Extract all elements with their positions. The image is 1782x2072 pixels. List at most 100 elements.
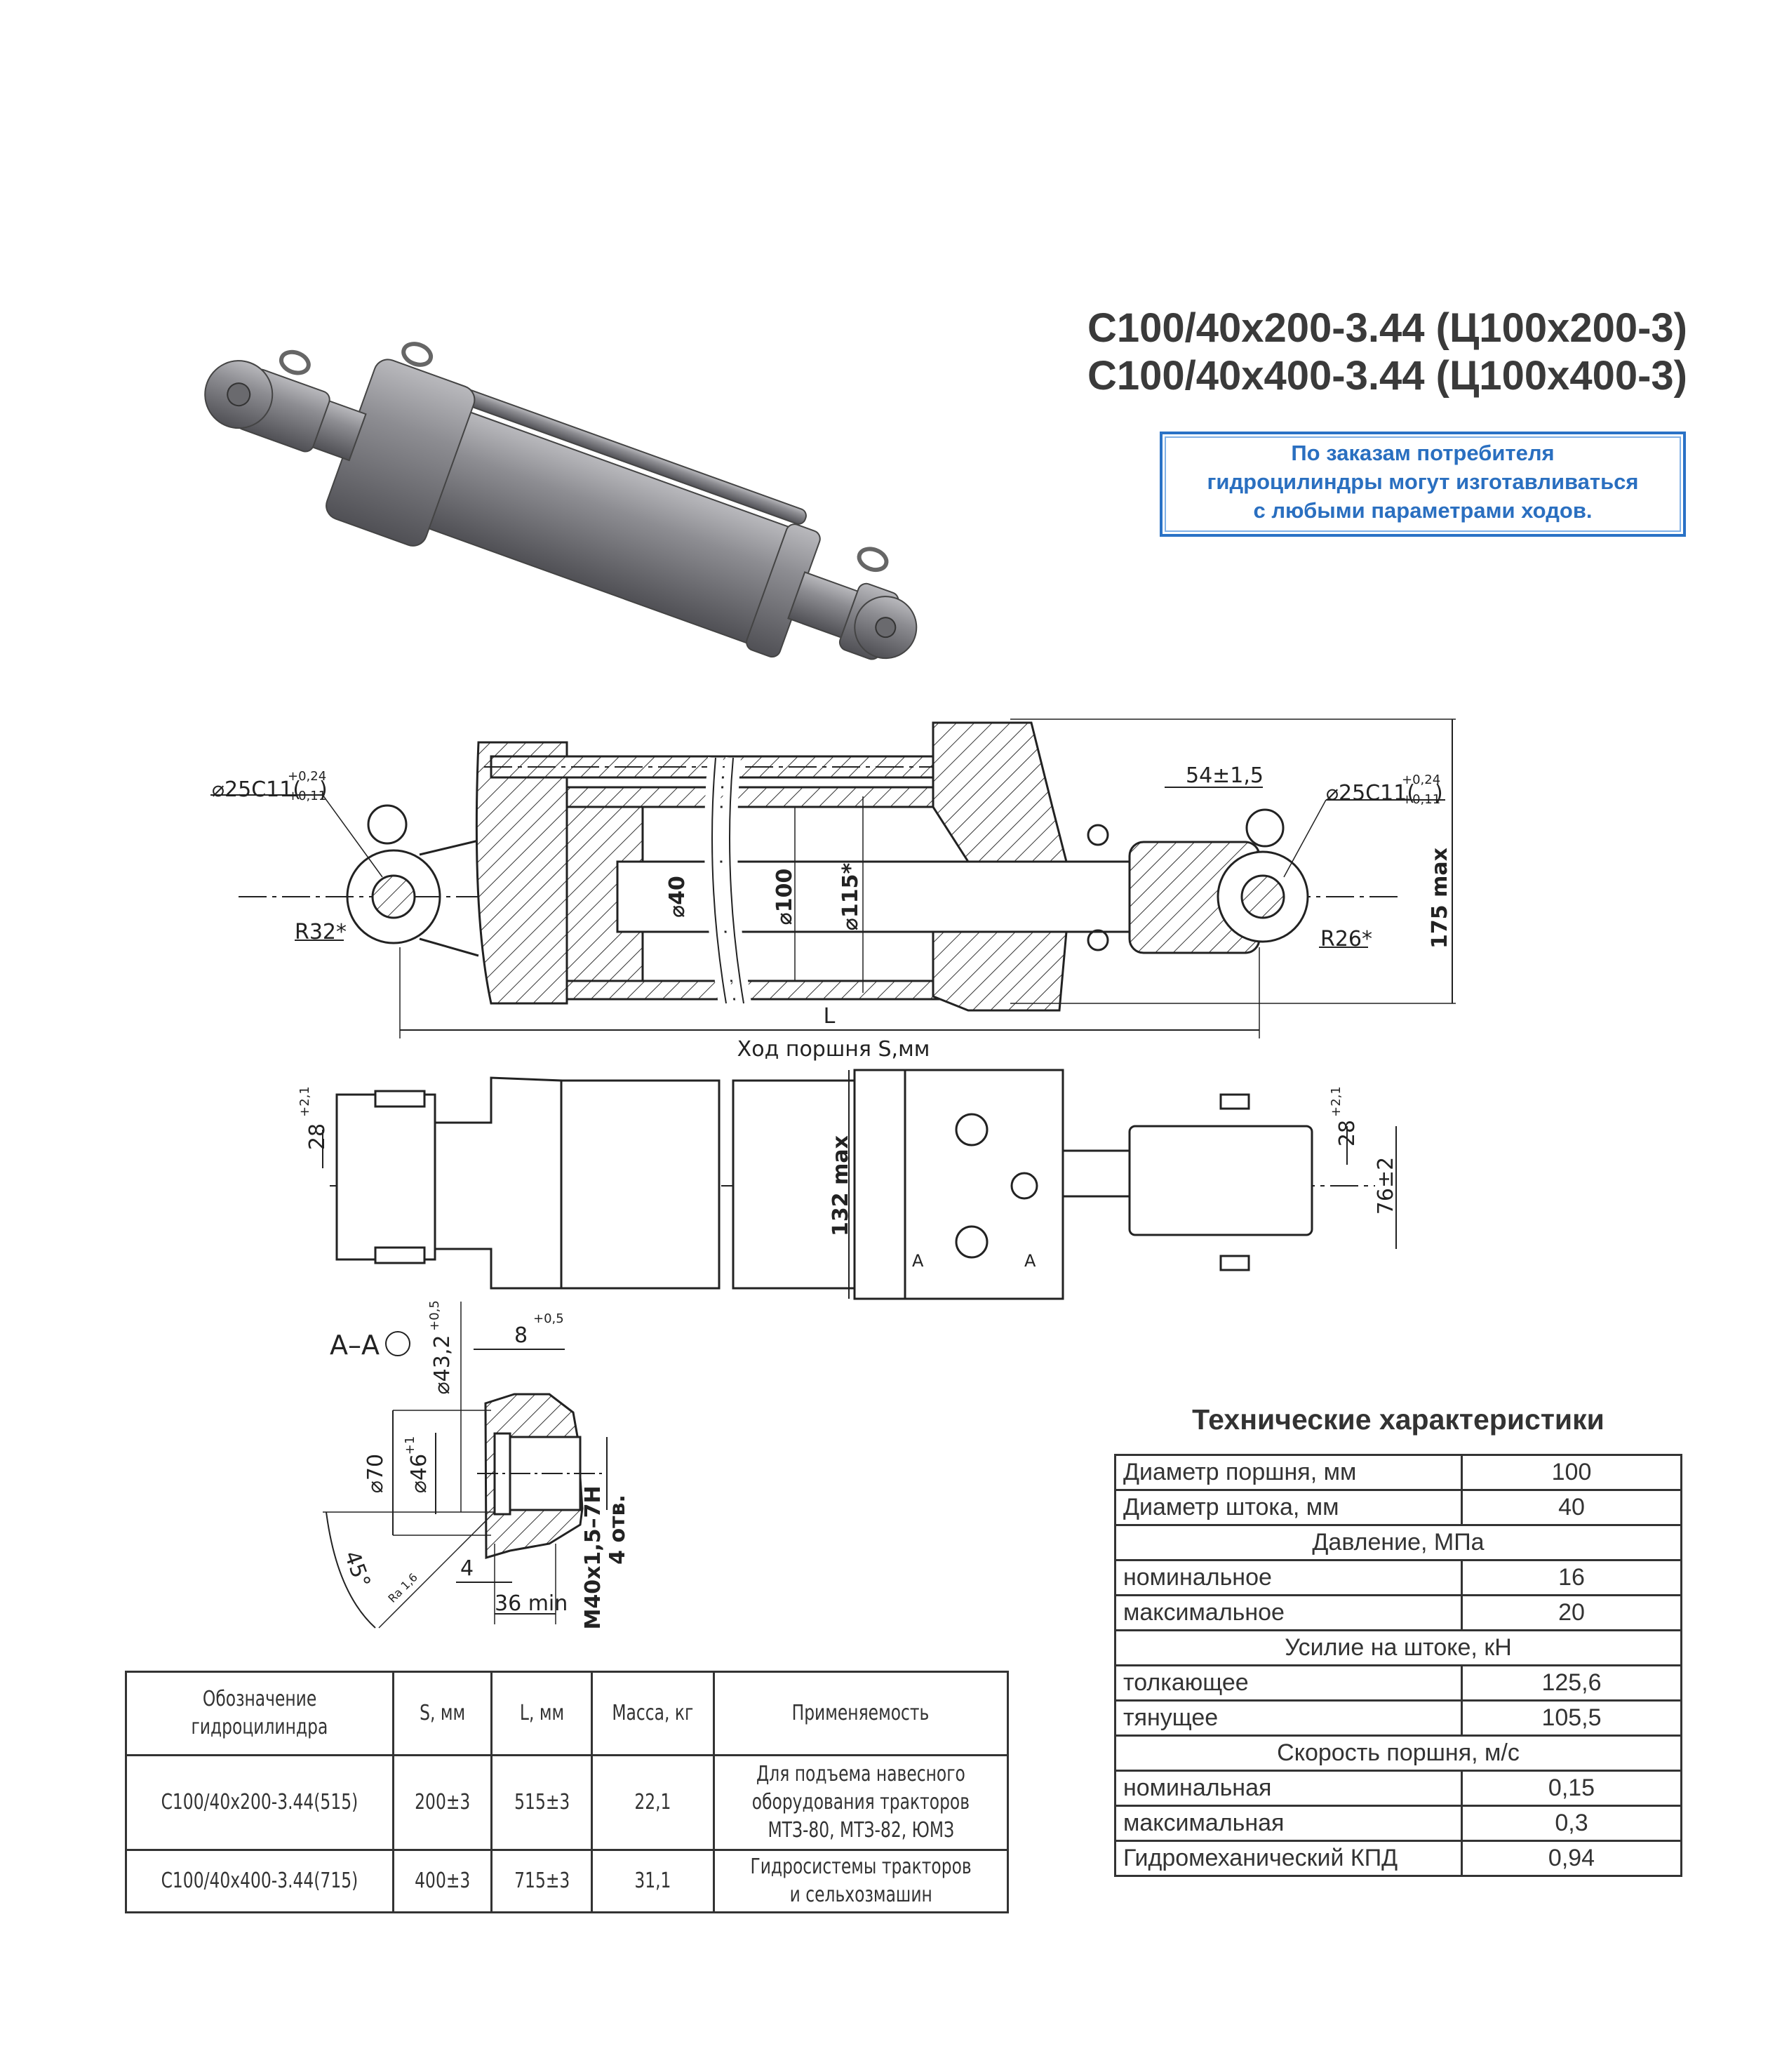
- cell-text: и сельхозмашин: [789, 1883, 932, 1907]
- header-text: L, мм: [519, 1701, 564, 1725]
- dia-43-2-tol: +0,5: [427, 1300, 442, 1331]
- section-view: [210, 718, 1456, 1038]
- cell-usage: Для подъема навесного оборудования тракто…: [712, 1754, 1010, 1851]
- product-title-line-2: С100/40х400-3.44 (Ц100х400-3): [1087, 353, 1687, 399]
- clevis-left-tol: +2,1: [297, 1086, 312, 1117]
- cell-text: 22,1: [634, 1790, 671, 1814]
- detail-aa: [323, 1302, 608, 1629]
- cell-mass: 31,1: [591, 1849, 715, 1913]
- cell-text: 715±3: [514, 1869, 570, 1893]
- roughness: Ra 1,6: [385, 1570, 420, 1605]
- header-text: гидроцилиндра: [191, 1715, 328, 1739]
- stroke-label: Ход поршня S,мм: [737, 1037, 930, 1062]
- notice-line: с любыми параметрами ходов.: [1253, 498, 1593, 523]
- spec-group-heading: Давление, МПа: [1114, 1524, 1682, 1561]
- head-plan: [904, 1069, 1064, 1300]
- right-lifting-ring: [1245, 808, 1285, 848]
- pin-right-dim: ⌀25С11(: [1326, 781, 1415, 806]
- spec-label: максимальная: [1114, 1805, 1463, 1842]
- header-mass: Масса, кг: [591, 1671, 715, 1756]
- spec-label: номинальная: [1114, 1770, 1463, 1807]
- spec-value: 0,15: [1461, 1770, 1682, 1807]
- cell-designation: С100/40х400-3.44(715): [125, 1849, 394, 1913]
- cylinder-3d-render: [204, 342, 918, 660]
- rod-end-plan: [1128, 1125, 1313, 1236]
- spec-value: 0,94: [1461, 1840, 1682, 1877]
- tol-close: ): [1435, 781, 1443, 806]
- clevis-left-dim: 28: [305, 1123, 330, 1150]
- cell-usage: Гидросистемы тракторов и сельхозмашин: [712, 1849, 1010, 1913]
- depth-8: 8: [514, 1323, 528, 1348]
- spec-value: 105,5: [1461, 1699, 1682, 1737]
- spec-value: 40: [1461, 1489, 1682, 1526]
- header-usage: Применяемость: [712, 1671, 1010, 1756]
- cell-text: 31,1: [634, 1869, 671, 1893]
- spec-group-heading: Усилие на штоке, кН: [1114, 1629, 1682, 1666]
- dia-43-2: ⌀43,2: [430, 1335, 455, 1395]
- radius-right: R26*: [1320, 927, 1372, 951]
- cell-text: С100/40х200-3.44(515): [161, 1790, 359, 1814]
- tol-lower: +0,11: [288, 789, 326, 803]
- notice-line: гидроцилиндры могут изготавливаться: [1207, 469, 1639, 494]
- spec-group-heading: Скорость поршня, м/с: [1114, 1735, 1682, 1772]
- spec-value: 100: [1461, 1454, 1682, 1491]
- front-head: [932, 721, 1068, 1012]
- holes-count: 4 отв.: [605, 1495, 630, 1565]
- cell-length: 515±3: [490, 1754, 594, 1851]
- tube-diameter: ⌀115*: [838, 863, 863, 931]
- table-row: Скорость поршня, м/с: [1114, 1735, 1682, 1772]
- width-max: 132 max: [829, 1135, 853, 1236]
- table-row: Усилие на штоке, кН: [1114, 1629, 1682, 1666]
- custom-order-notice: По заказам потребителя гидроцилиндры мог…: [1160, 432, 1686, 537]
- table-row: С100/40х400-3.44(715) 400±3 715±3 31,1 Г…: [125, 1849, 1010, 1913]
- cell-text: МТЗ-80, МТЗ-82, ЮМЗ: [768, 1818, 954, 1843]
- spec-label: толкающее: [1114, 1664, 1463, 1702]
- left-eye: [346, 849, 441, 944]
- notice-line: По заказам потребителя: [1291, 441, 1555, 465]
- cell-length: 715±3: [490, 1849, 594, 1913]
- bore-diameter: ⌀100: [772, 869, 797, 925]
- cell-text: Гидросистемы тракторов: [750, 1854, 972, 1879]
- spec-label: Диаметр поршня, мм: [1114, 1454, 1463, 1491]
- spec-value: 0,3: [1461, 1805, 1682, 1842]
- cell-stroke: 200±3: [391, 1754, 493, 1851]
- header-text: Масса, кг: [612, 1701, 694, 1725]
- length-label: L: [824, 1004, 836, 1029]
- table-row: С100/40х200-3.44(515) 200±3 515±3 22,1 Д…: [125, 1754, 1010, 1851]
- cell-text: С100/40х400-3.44(715): [161, 1869, 359, 1893]
- rod-diameter: ⌀40: [665, 876, 690, 918]
- tube-plan: [560, 1079, 721, 1290]
- flange-plan: [853, 1069, 906, 1300]
- tol-upper: +0,24: [288, 769, 326, 784]
- piston-rod: [616, 860, 1131, 933]
- rear-cap: [475, 741, 568, 1005]
- spec-value: 125,6: [1461, 1664, 1682, 1702]
- spec-value: 16: [1461, 1559, 1682, 1596]
- table-row: Давление, МПа: [1114, 1524, 1682, 1561]
- height-max: 175 max: [1428, 848, 1452, 949]
- section-view-labels: ⌀25С11( +0,24 +0,11 ) ⌀25С11( +0,24 +0,1…: [212, 763, 1452, 1062]
- depth-8-tol: +0,5: [533, 1311, 564, 1326]
- spec-label: Диаметр штока, мм: [1114, 1489, 1463, 1526]
- header-length: L, мм: [490, 1671, 594, 1756]
- cell-text: оборудования тракторов: [751, 1790, 970, 1814]
- cell-text: Для подъема навесного: [756, 1762, 965, 1786]
- offset-dim: 76±2: [1374, 1157, 1398, 1215]
- cell-designation: С100/40х200-3.44(515): [125, 1754, 394, 1851]
- dia-46-tol: +1: [403, 1436, 417, 1455]
- header-text: Обозначение: [202, 1687, 316, 1711]
- left-lifting-ring: [367, 804, 408, 845]
- dia-46: ⌀46: [407, 1454, 431, 1493]
- tol-close: ): [319, 777, 328, 802]
- detail-label: A–A: [330, 1330, 380, 1361]
- cell-text: 515±3: [514, 1790, 570, 1814]
